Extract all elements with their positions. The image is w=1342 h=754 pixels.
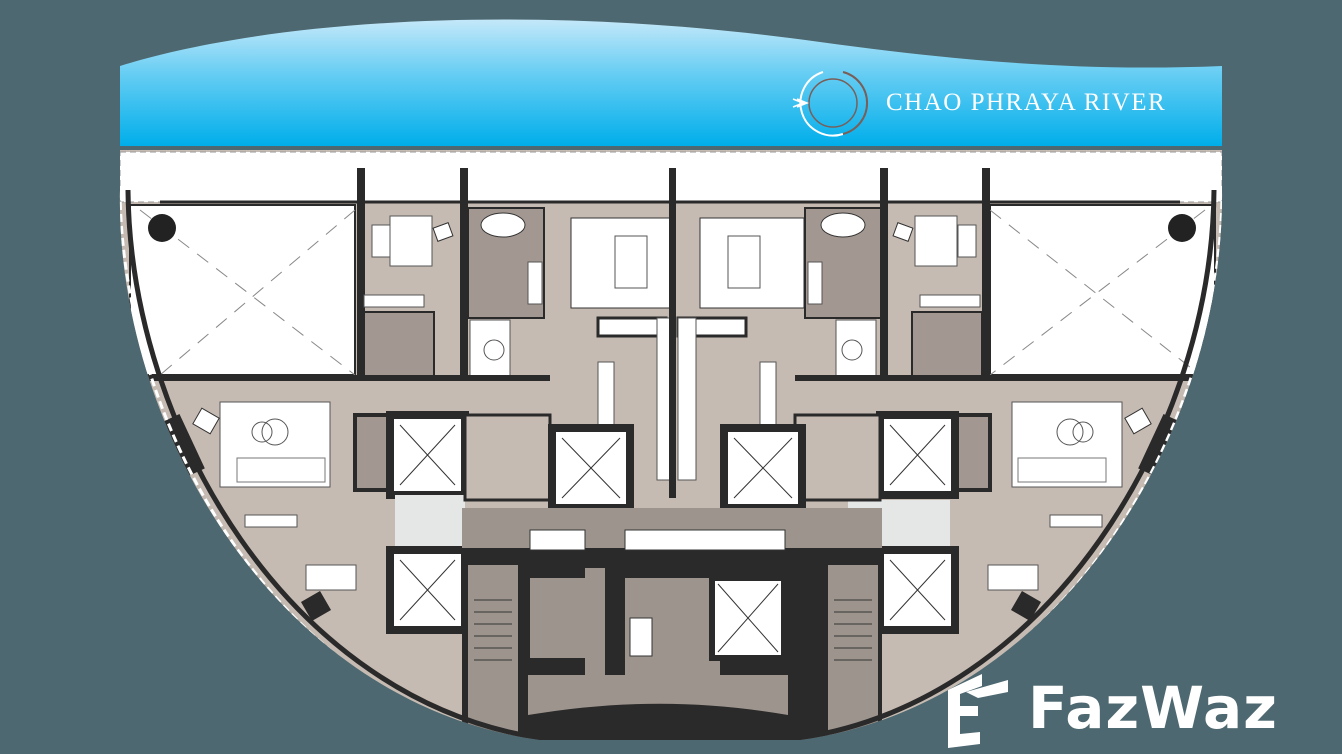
- house-f-logo-icon: [948, 674, 1008, 748]
- bedroom-right: [880, 168, 990, 380]
- master-bathroom-left: [467, 207, 545, 377]
- building-footprint: [119, 150, 1223, 740]
- river-label: CHAO PHRAYA RIVER: [886, 89, 1167, 116]
- bedroom-left: [357, 168, 468, 380]
- service-core: [462, 508, 882, 740]
- circular-arrow-compass-icon: [792, 71, 869, 137]
- brand-name: FazWaz: [1028, 674, 1278, 742]
- watermark: FazWaz: [942, 668, 1278, 748]
- river-band: [120, 19, 1222, 146]
- living-room-right: [987, 401, 1180, 622]
